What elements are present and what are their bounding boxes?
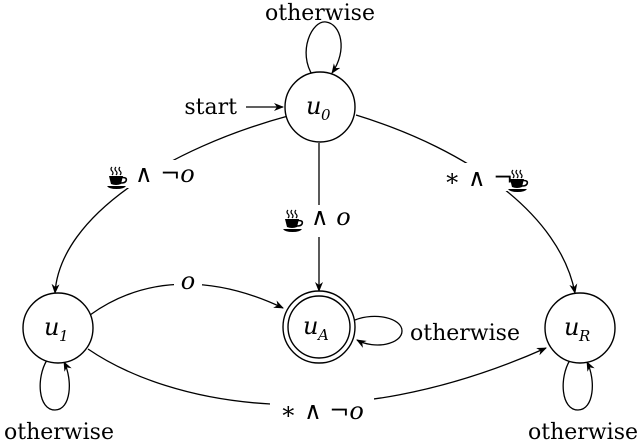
uR-self-loop-label: otherwise: [528, 420, 638, 441]
svg-text:A: A: [316, 326, 329, 344]
uA-self-loop: [354, 315, 403, 348]
u0-self-loop: [305, 21, 342, 77]
svg-text:R: R: [578, 327, 590, 345]
edge-u1-uA-label: o: [181, 267, 195, 295]
u1-self-loop-label: otherwise: [4, 420, 114, 441]
edge-u0-uA-label: ∧ o: [282, 203, 351, 233]
edge-u0-u1-label: ∧ ¬o: [106, 160, 195, 190]
svg-text:0: 0: [321, 106, 331, 124]
edge-u1-uR-label: ∗ ∧ ¬o: [280, 397, 364, 425]
u0-self-loop-label: otherwise: [265, 1, 375, 26]
edge-u0-u1: [51, 115, 289, 294]
svg-text:u: u: [564, 313, 579, 341]
uA-self-loop-label: otherwise: [410, 321, 520, 346]
svg-text:u: u: [44, 313, 59, 341]
state-uR: u R: [544, 292, 616, 364]
svg-text:∧ o: ∧ o: [311, 203, 351, 231]
state-u1: u 1: [22, 292, 94, 364]
svg-text:∧ ¬o: ∧ ¬o: [135, 160, 195, 188]
state-uA-accepting: u A: [282, 290, 356, 364]
u1-self-loop: [39, 359, 72, 411]
state-u0: u 0: [284, 71, 356, 143]
svg-text:u: u: [306, 92, 321, 120]
edge-u0-uR: [355, 114, 578, 294]
edge-u0-uR-label: ∗ ∧ ¬: [444, 164, 529, 193]
uR-self-loop: [562, 359, 595, 411]
svg-text:∗ ∧ ¬: ∗ ∧ ¬: [444, 164, 513, 192]
svg-text:1: 1: [59, 327, 69, 345]
start-label: start: [184, 95, 237, 120]
svg-text:u: u: [303, 312, 318, 340]
